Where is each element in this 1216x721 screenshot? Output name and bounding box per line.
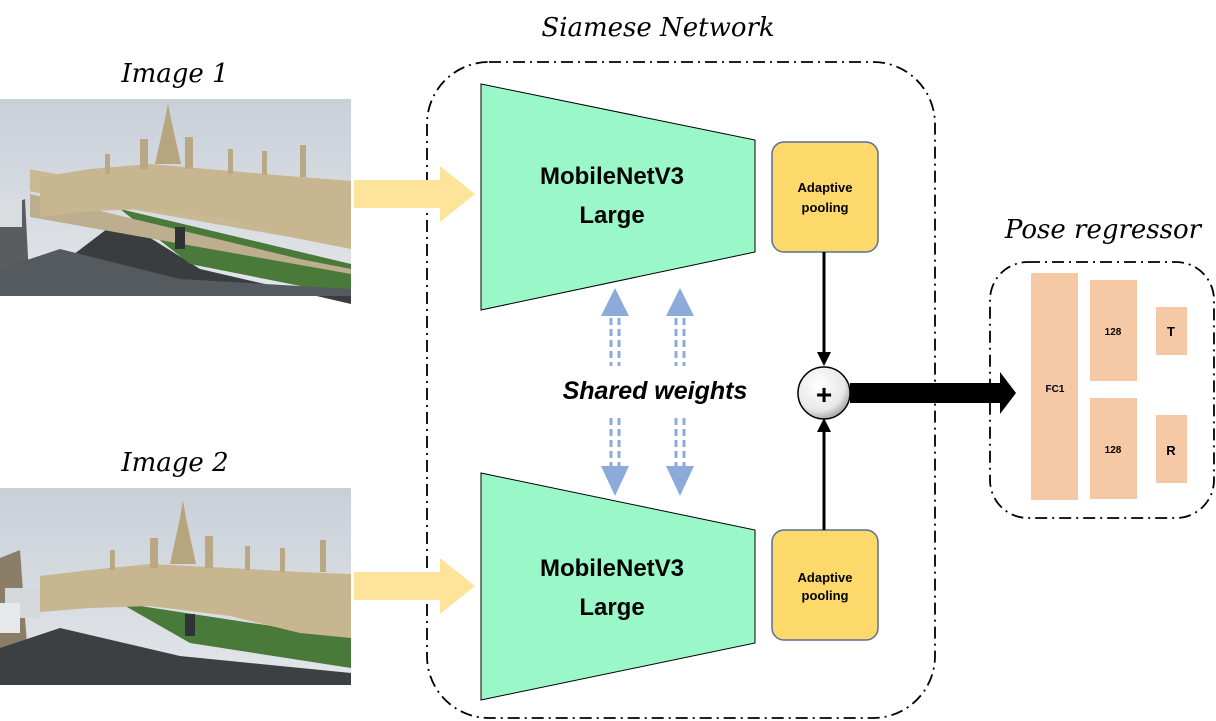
output-r-label: R — [1166, 443, 1176, 458]
combine-symbol: + — [816, 379, 832, 410]
input-photo-2 — [0, 488, 351, 685]
output-arrow — [850, 372, 1016, 414]
pooling-bottom-line2: pooling — [802, 588, 849, 603]
input-arrow-1 — [354, 166, 475, 222]
pool-bottom-to-combine-arrow — [817, 418, 831, 530]
backbone-top-line2: Large — [579, 202, 644, 229]
network-title: Siamese Network — [541, 13, 774, 43]
output-r — [1156, 415, 1187, 483]
input-photo-1 — [0, 99, 351, 304]
backbone-top-line1: MobileNetV3 — [540, 163, 684, 190]
pooling-bottom-line1: Adaptive — [798, 570, 853, 585]
image-1-label: Image 1 — [120, 59, 228, 89]
image-2-label: Image 2 — [120, 448, 228, 478]
fc1-layer — [1031, 273, 1078, 500]
shared-weights-arrow-left — [601, 288, 629, 496]
pooling-top-line1: Adaptive — [798, 180, 853, 195]
combine-node: + — [797, 366, 851, 420]
shared-weights-arrow-right — [666, 288, 694, 496]
backbone-bottom-line1: MobileNetV3 — [540, 555, 684, 582]
pooling-top — [771, 141, 879, 253]
input-arrow-2 — [354, 558, 475, 614]
branch-r-dim: 128 — [1105, 445, 1122, 456]
backbone-bottom — [480, 472, 756, 701]
backbone-top — [480, 83, 756, 311]
pool-top-to-combine-arrow — [817, 252, 831, 366]
fc1-label: FC1 — [1046, 384, 1065, 395]
branch-t-layer — [1090, 280, 1137, 381]
shared-weights-label: Shared weights — [563, 377, 748, 405]
output-t-label: T — [1167, 324, 1175, 339]
backbone-bottom-line2: Large — [579, 594, 644, 621]
regressor-container — [989, 261, 1215, 519]
regressor-title: Pose regressor — [1004, 215, 1203, 245]
branch-t-dim: 128 — [1105, 327, 1122, 338]
pooling-bottom — [771, 529, 879, 641]
pooling-top-line2: pooling — [802, 200, 849, 215]
output-t — [1156, 307, 1187, 355]
branch-r-layer — [1090, 398, 1137, 499]
